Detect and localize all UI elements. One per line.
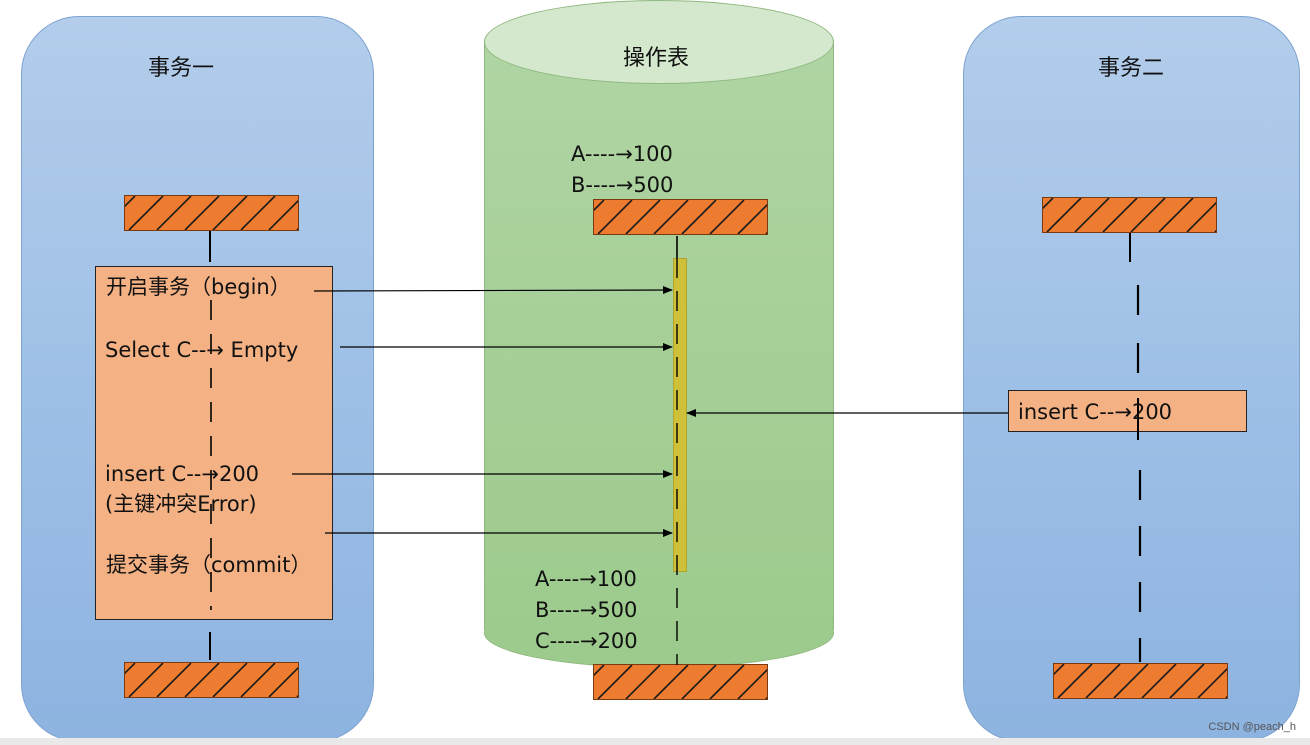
right-start-marker	[1042, 197, 1217, 233]
step-select-c: Select C--→ Empty	[105, 338, 299, 362]
table-cylinder-body	[484, 40, 834, 630]
transaction-two-insert-box	[1008, 390, 1247, 432]
right-end-marker	[1053, 663, 1228, 699]
table-after-row-b: B----→500	[535, 598, 638, 622]
step-commit-transaction: 提交事务（commit）	[106, 553, 312, 577]
transaction-two-title: 事务二	[1098, 56, 1165, 81]
table-start-marker	[593, 199, 768, 235]
left-start-marker	[124, 195, 299, 231]
table-before-row-a: A----→100	[571, 142, 673, 166]
step-insert-c: insert C--→200	[105, 462, 260, 486]
csdn-watermark: CSDN @peach_h	[1208, 721, 1296, 733]
table-after-row-a: A----→100	[535, 567, 637, 591]
step-begin-transaction: 开启事务（begin）	[106, 275, 291, 299]
step-primary-key-error: (主键冲突Error)	[105, 492, 257, 516]
table-title: 操作表	[623, 46, 690, 71]
transaction-one-steps-box	[95, 266, 333, 620]
bottom-strip	[0, 738, 1310, 745]
table-after-row-c: C----→200	[535, 629, 638, 653]
left-end-marker	[124, 662, 299, 698]
transaction-two-insert-text: insert C--→200	[1018, 400, 1173, 424]
table-before-row-b: B----→500	[571, 173, 674, 197]
table-cylinder-top	[484, 0, 834, 84]
transaction-one-title: 事务一	[148, 56, 215, 81]
table-end-marker	[593, 664, 768, 700]
